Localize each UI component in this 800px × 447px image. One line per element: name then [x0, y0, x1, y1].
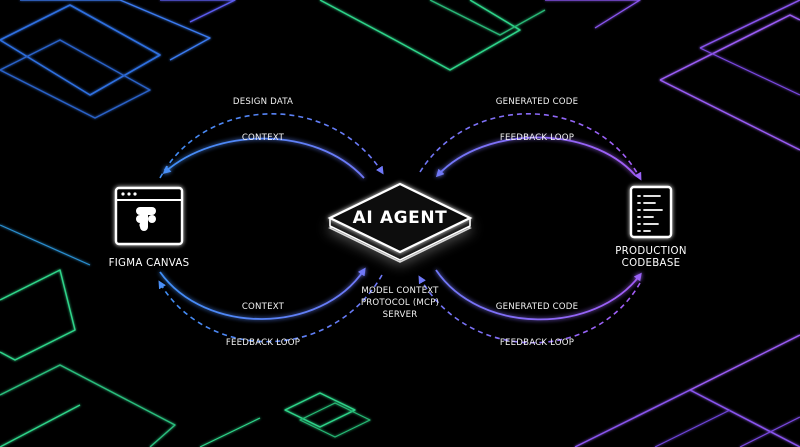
- bg-plane: [160, 0, 236, 23]
- mcp-label-line-2: PROTOCOL (MCP): [361, 298, 439, 308]
- flow-arrow-generated-code-top: [419, 113, 642, 181]
- ai-agent-node: AI AGENT: [327, 182, 473, 263]
- bg-plane: [739, 416, 800, 447]
- bg-plane: [299, 402, 371, 438]
- figma-browser-icon: [114, 186, 184, 246]
- bg-plane: [319, 0, 521, 71]
- bg-plane: [0, 224, 91, 266]
- bg-plane: [0, 404, 81, 447]
- flow-arrow-feedback-bottom-left: [158, 274, 383, 343]
- code-document-icon: [629, 185, 673, 239]
- production-codebase-node: PRODUCTION CODEBASE: [615, 185, 687, 269]
- flow-arrow-feedback-top: [435, 136, 636, 178]
- codebase-label-line-2: CODEBASE: [622, 258, 681, 269]
- bg-plane: [574, 389, 800, 447]
- bg-plane: [689, 334, 800, 391]
- bg-plane: [699, 0, 800, 49]
- bg-plane: [659, 79, 800, 151]
- bg-plane: [545, 0, 641, 29]
- bg-plane: [199, 417, 261, 447]
- label-context-bottom: CONTEXT: [242, 302, 285, 312]
- figma-canvas-node: FIGMA CANVAS: [109, 186, 190, 269]
- flow-arrow-context-bottom: [159, 267, 366, 320]
- bg-plane: [0, 39, 151, 119]
- flow-arrow-context-top: [162, 137, 365, 179]
- ai-agent-label: AI AGENT: [353, 208, 448, 228]
- figma-canvas-label: FIGMA CANVAS: [109, 258, 190, 269]
- bg-plane: [699, 47, 800, 96]
- bg-plane: [0, 4, 161, 96]
- mcp-server-label: MODEL CONTEXT PROTOCOL (MCP) SERVER: [361, 286, 439, 320]
- label-feedback-loop-top: FEEDBACK LOOP: [500, 133, 574, 143]
- label-design-data: DESIGN DATA: [233, 97, 293, 107]
- label-generated-code-bottom: GENERATED CODE: [496, 302, 578, 312]
- bg-plane: [20, 0, 211, 61]
- bg-plane: [0, 269, 76, 361]
- bg-plane: [284, 392, 356, 428]
- label-context-top: CONTEXT: [242, 133, 285, 143]
- bg-plane: [654, 409, 731, 447]
- bg-plane: [659, 14, 800, 81]
- mcp-label-line-1: MODEL CONTEXT: [361, 286, 439, 296]
- left-loop: [158, 113, 384, 343]
- label-feedback-loop-bottom-left: FEEDBACK LOOP: [226, 338, 300, 348]
- label-generated-code-top: GENERATED CODE: [496, 97, 578, 107]
- flow-labels: DESIGN DATA CONTEXT GENERATED CODE FEEDB…: [226, 97, 578, 348]
- mcp-label-line-3: SERVER: [383, 310, 418, 320]
- bg-plane: [429, 0, 546, 36]
- label-feedback-loop-bottom-right: FEEDBACK LOOP: [500, 338, 574, 348]
- figma-logo-icon: [136, 207, 156, 231]
- flow-arrow-feedback-bottom-right: [418, 275, 641, 344]
- bg-plane: [0, 364, 176, 447]
- right-loop: [418, 113, 642, 344]
- flow-arrow-design-data: [159, 113, 384, 179]
- codebase-label-line-1: PRODUCTION: [615, 246, 687, 257]
- flow-arrow-generated-code-bottom: [435, 269, 642, 321]
- agent-plate-top: [327, 182, 473, 254]
